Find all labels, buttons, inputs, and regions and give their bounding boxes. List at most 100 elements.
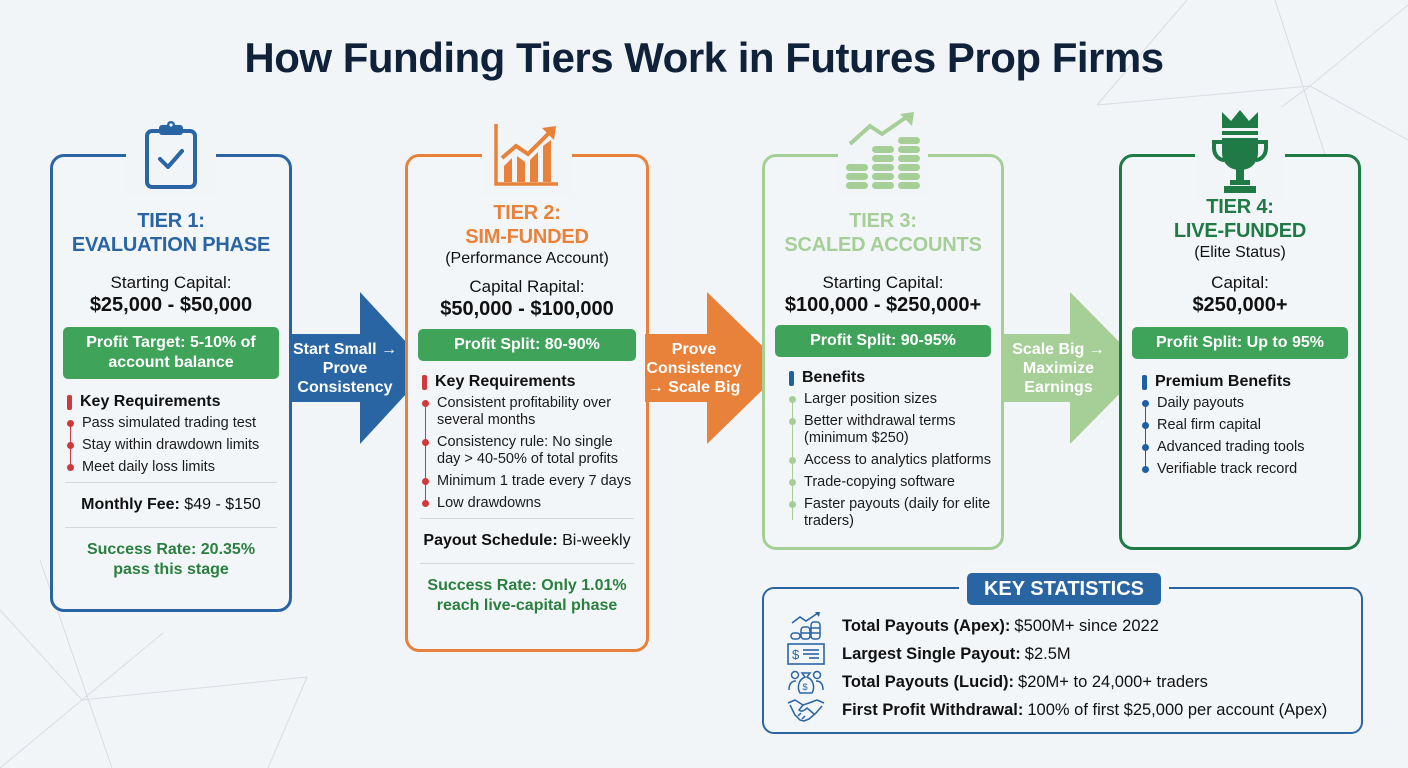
- fee-label: Monthly Fee:: [81, 496, 180, 513]
- key-requirements-section: Key Requirements Consistent profitabilit…: [422, 373, 646, 512]
- arrow-tier3-to-tier4: Scale Big → Maximize Earnings: [1002, 292, 1145, 444]
- tier-name: SIM-FUNDED: [465, 226, 589, 248]
- svg-text:$: $: [803, 682, 808, 692]
- clipboard-check-icon: [126, 115, 216, 195]
- stat-value: $500M+ since 2022: [1014, 616, 1159, 635]
- svg-text:$: $: [792, 647, 800, 662]
- stat-value: $20M+ to 24,000+ traders: [1018, 672, 1208, 691]
- bar-chart-growth-icon: [482, 115, 572, 195]
- tier-title: TIER 3:: [849, 210, 917, 232]
- capital-value: $50,000 - $100,000: [440, 298, 614, 320]
- list-item: Minimum 1 trade every 7 days: [422, 473, 640, 490]
- capital-label: Capital:: [1211, 273, 1269, 292]
- arrow-label: Start Small → Prove Consistency: [292, 340, 398, 396]
- list-item: Consistent profitability over several mo…: [422, 395, 640, 429]
- list-item: Faster payouts (daily for elite traders): [789, 496, 1001, 530]
- tier-4-card: TIER 4: LIVE-FUNDED (Elite Status) Capit…: [1119, 107, 1361, 550]
- divider: [65, 527, 277, 528]
- stat-value: $2.5M: [1024, 644, 1071, 663]
- profit-split-pill: Profit Split: Up to 95%: [1132, 327, 1348, 359]
- list-item: Daily payouts: [1142, 395, 1358, 412]
- capital-value: $100,000 - $250,000+: [784, 294, 982, 316]
- section-title: Premium Benefits: [1155, 373, 1292, 390]
- key-requirements-section: Key Requirements Pass simulated trading …: [67, 393, 289, 476]
- payout-value: Bi-weekly: [562, 532, 631, 549]
- tier-name: EVALUATION PHASE: [71, 234, 271, 256]
- profit-split-pill: Profit Split: 80-90%: [418, 329, 636, 361]
- section-marker-icon: [1142, 374, 1147, 390]
- key-statistics-title: KEY STATISTICS: [967, 573, 1161, 605]
- section-marker-icon: [422, 374, 427, 390]
- people-money-bag-icon: $: [786, 669, 826, 695]
- trophy-crown-icon: [1195, 107, 1285, 199]
- section-title: Key Requirements: [80, 393, 221, 410]
- arrow-tier1-to-tier2: Start Small → Prove Consistency: [290, 292, 430, 444]
- premium-benefits-section: Premium Benefits Daily payouts Real firm…: [1142, 373, 1358, 478]
- success-rate-caption: pass this stage: [113, 561, 229, 578]
- payout-label: Payout Schedule:: [423, 532, 558, 549]
- list-item: Consistency rule: No single day > 40-50%…: [422, 434, 640, 468]
- handshake-icon: [786, 697, 826, 723]
- arrow-tier2-to-tier3: Prove Consistency → Scale Big: [645, 292, 785, 444]
- monthly-fee: Monthly Fee: $49 - $150: [53, 495, 289, 515]
- tier-subtitle: (Elite Status): [1194, 244, 1286, 261]
- section-title: Benefits: [802, 369, 866, 386]
- requirements-list: Pass simulated trading test Stay within …: [67, 415, 289, 476]
- tier-subtitle: (Performance Account): [445, 250, 609, 267]
- list-item: Stay within drawdown limits: [67, 437, 289, 454]
- tier-3-card: TIER 3: SCALED ACCOUNTS Starting Capital…: [762, 109, 1004, 550]
- stat-label: First Profit Withdrawal:: [842, 700, 1024, 719]
- stat-row: $ Largest Single Payout: $2.5M: [786, 641, 1071, 667]
- list-item: Real firm capital: [1142, 417, 1358, 434]
- tier-1-card: TIER 1: EVALUATION PHASE Starting Capita…: [50, 115, 292, 612]
- stat-label: Largest Single Payout:: [842, 644, 1021, 663]
- capital-value: $25,000 - $50,000: [89, 294, 253, 316]
- divider: [420, 518, 634, 519]
- list-item: Better withdrawal terms (minimum $250): [789, 413, 1001, 447]
- section-title: Key Requirements: [435, 373, 576, 390]
- check-payment-icon: $: [786, 641, 826, 667]
- stat-row: $ Total Payouts (Lucid): $20M+ to 24,000…: [786, 669, 1208, 695]
- tier-2-card: TIER 2: SIM-FUNDED (Performance Account)…: [405, 115, 649, 652]
- tier-name: SCALED ACCOUNTS: [784, 234, 982, 256]
- list-item: Access to analytics platforms: [789, 452, 1001, 469]
- fee-value: $49 - $150: [184, 496, 261, 513]
- list-item: Larger position sizes: [789, 391, 1001, 408]
- tier-title: TIER 4:: [1206, 196, 1274, 218]
- requirements-list: Consistent profitability over several mo…: [422, 395, 646, 512]
- list-item: Verifiable track record: [1142, 461, 1358, 478]
- divider: [65, 482, 277, 483]
- profit-split-pill: Profit Split: 90-95%: [775, 325, 991, 357]
- capital-label: Capital Rapital:: [469, 277, 585, 296]
- arrow-label: Prove Consistency → Scale Big: [646, 340, 742, 396]
- page-title: How Funding Tiers Work in Futures Prop F…: [244, 34, 1164, 81]
- list-item: Trade-copying software: [789, 474, 1001, 491]
- list-item: Pass simulated trading test: [67, 415, 289, 432]
- capital-value: $250,000+: [1192, 294, 1288, 316]
- profit-target-pill: Profit Target: 5-10% of account balance: [63, 327, 279, 379]
- stat-row: Total Payouts (Apex): $500M+ since 2022: [786, 612, 1159, 640]
- success-rate: Success Rate: Only 1.01% reach live-capi…: [408, 576, 646, 616]
- section-marker-icon: [789, 370, 794, 386]
- tier-name: LIVE-FUNDED: [1173, 220, 1307, 242]
- section-marker-icon: [67, 394, 72, 410]
- coin-stacks-growth-icon: [838, 109, 928, 195]
- tier-title: TIER 1:: [137, 210, 205, 232]
- success-rate-value: Success Rate: Only 1.01%: [427, 577, 627, 594]
- success-rate: Success Rate: 20.35% pass this stage: [53, 540, 289, 580]
- benefits-section: Benefits Larger position sizes Better wi…: [789, 369, 1001, 530]
- list-item: Low drawdowns: [422, 495, 640, 512]
- premium-benefits-list: Daily payouts Real firm capital Advanced…: [1142, 395, 1358, 478]
- capital-label: Starting Capital:: [822, 273, 944, 292]
- tier-title: TIER 2:: [493, 202, 561, 224]
- payout-schedule: Payout Schedule: Bi-weekly: [408, 531, 646, 551]
- list-item: Meet daily loss limits: [67, 459, 289, 476]
- stat-value: 100% of first $25,000 per account (Apex): [1027, 700, 1328, 719]
- stat-row: First Profit Withdrawal: 100% of first $…: [786, 697, 1327, 723]
- arrow-label: Scale Big → Maximize Earnings: [1012, 340, 1105, 396]
- coins-growth-icon: [786, 612, 826, 640]
- benefits-list: Larger position sizes Better withdrawal …: [789, 391, 1001, 530]
- success-rate-caption: reach live-capital phase: [436, 597, 618, 614]
- list-item: Advanced trading tools: [1142, 439, 1358, 456]
- stat-label: Total Payouts (Apex):: [842, 616, 1011, 635]
